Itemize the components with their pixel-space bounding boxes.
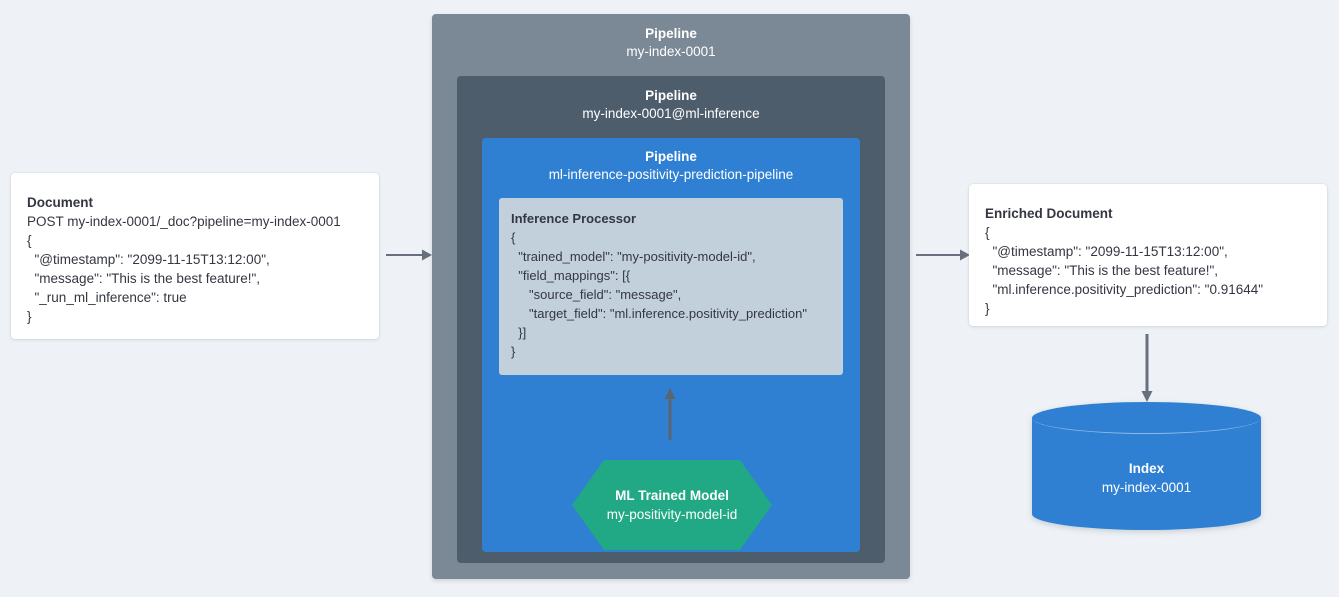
pipeline-outer-title: Pipeline [645, 26, 697, 41]
pipeline-inner-title: Pipeline [645, 149, 697, 164]
document-line-3: "message": "This is the best feature!", [27, 271, 261, 286]
ml-trained-model-title: ML Trained Model [615, 487, 729, 503]
index-label-group: Index my-index-0001 [1032, 460, 1261, 497]
document-line-0: POST my-index-0001/_doc?pipeline=my-inde… [27, 214, 341, 229]
enriched-document-card: Enriched Document { "@timestamp": "2099-… [969, 184, 1327, 326]
inference-processor-line-3: "source_field": "message", [511, 287, 682, 302]
arrow-pipeline-to-enriched-icon [916, 249, 970, 261]
ml-trained-model-name: my-positivity-model-id [606, 506, 738, 522]
document-card: Document POST my-index-0001/_doc?pipelin… [11, 173, 379, 339]
pipeline-middle-box: Pipeline my-index-0001@ml-inference Pipe… [457, 76, 885, 563]
inference-processor-line-1: "trained_model": "my-positivity-model-id… [511, 249, 756, 264]
arrow-enriched-to-index-icon [1141, 334, 1153, 402]
inference-processor-line-4: "target_field": "ml.inference.positivity… [511, 306, 807, 321]
pipeline-inner-name: ml-inference-positivity-prediction-pipel… [548, 167, 794, 182]
index-cylinder: Index my-index-0001 [1032, 402, 1261, 530]
enriched-document-title: Enriched Document [985, 206, 1113, 221]
enriched-document-line-3: "ml.inference.positivity_prediction": "0… [985, 282, 1264, 297]
inference-processor-line-5: }] [511, 325, 527, 340]
pipeline-middle-title: Pipeline [645, 88, 697, 103]
index-title: Index [1128, 461, 1165, 476]
document-card-title: Document [27, 195, 94, 210]
inference-processor-box: Inference Processor { "trained_model": "… [499, 198, 843, 375]
enriched-document-line-0: { [985, 225, 990, 240]
index-name: my-index-0001 [1101, 480, 1192, 495]
enriched-document-line-1: "@timestamp": "2099-11-15T13:12:00", [985, 244, 1228, 259]
pipeline-outer-name: my-index-0001 [626, 44, 716, 59]
document-line-5: } [27, 309, 32, 324]
pipeline-inner-box: Pipeline ml-inference-positivity-predict… [482, 138, 860, 552]
inference-processor-line-6: } [511, 344, 516, 359]
enriched-document-line-4: } [985, 301, 990, 316]
enriched-document-line-2: "message": "This is the best feature!", [985, 263, 1219, 278]
inference-processor-title: Inference Processor [511, 211, 637, 226]
document-line-4: "_run_ml_inference": true [27, 290, 187, 305]
pipeline-outer-box: Pipeline my-index-0001 Pipeline my-index… [432, 14, 910, 579]
inference-processor-line-2: "field_mappings": [{ [511, 268, 631, 283]
pipeline-middle-name: my-index-0001@ml-inference [582, 106, 760, 121]
ml-trained-model-hexagon: ML Trained Model my-positivity-model-id [572, 460, 772, 550]
document-line-1: { [27, 233, 32, 248]
document-line-2: "@timestamp": "2099-11-15T13:12:00", [27, 252, 270, 267]
cylinder-body [1032, 418, 1261, 514]
arrow-document-to-pipeline-icon [386, 249, 432, 261]
cylinder-top-ellipse [1032, 402, 1261, 434]
inference-processor-line-0: { [511, 230, 516, 245]
arrow-model-to-processor-icon [664, 388, 676, 440]
